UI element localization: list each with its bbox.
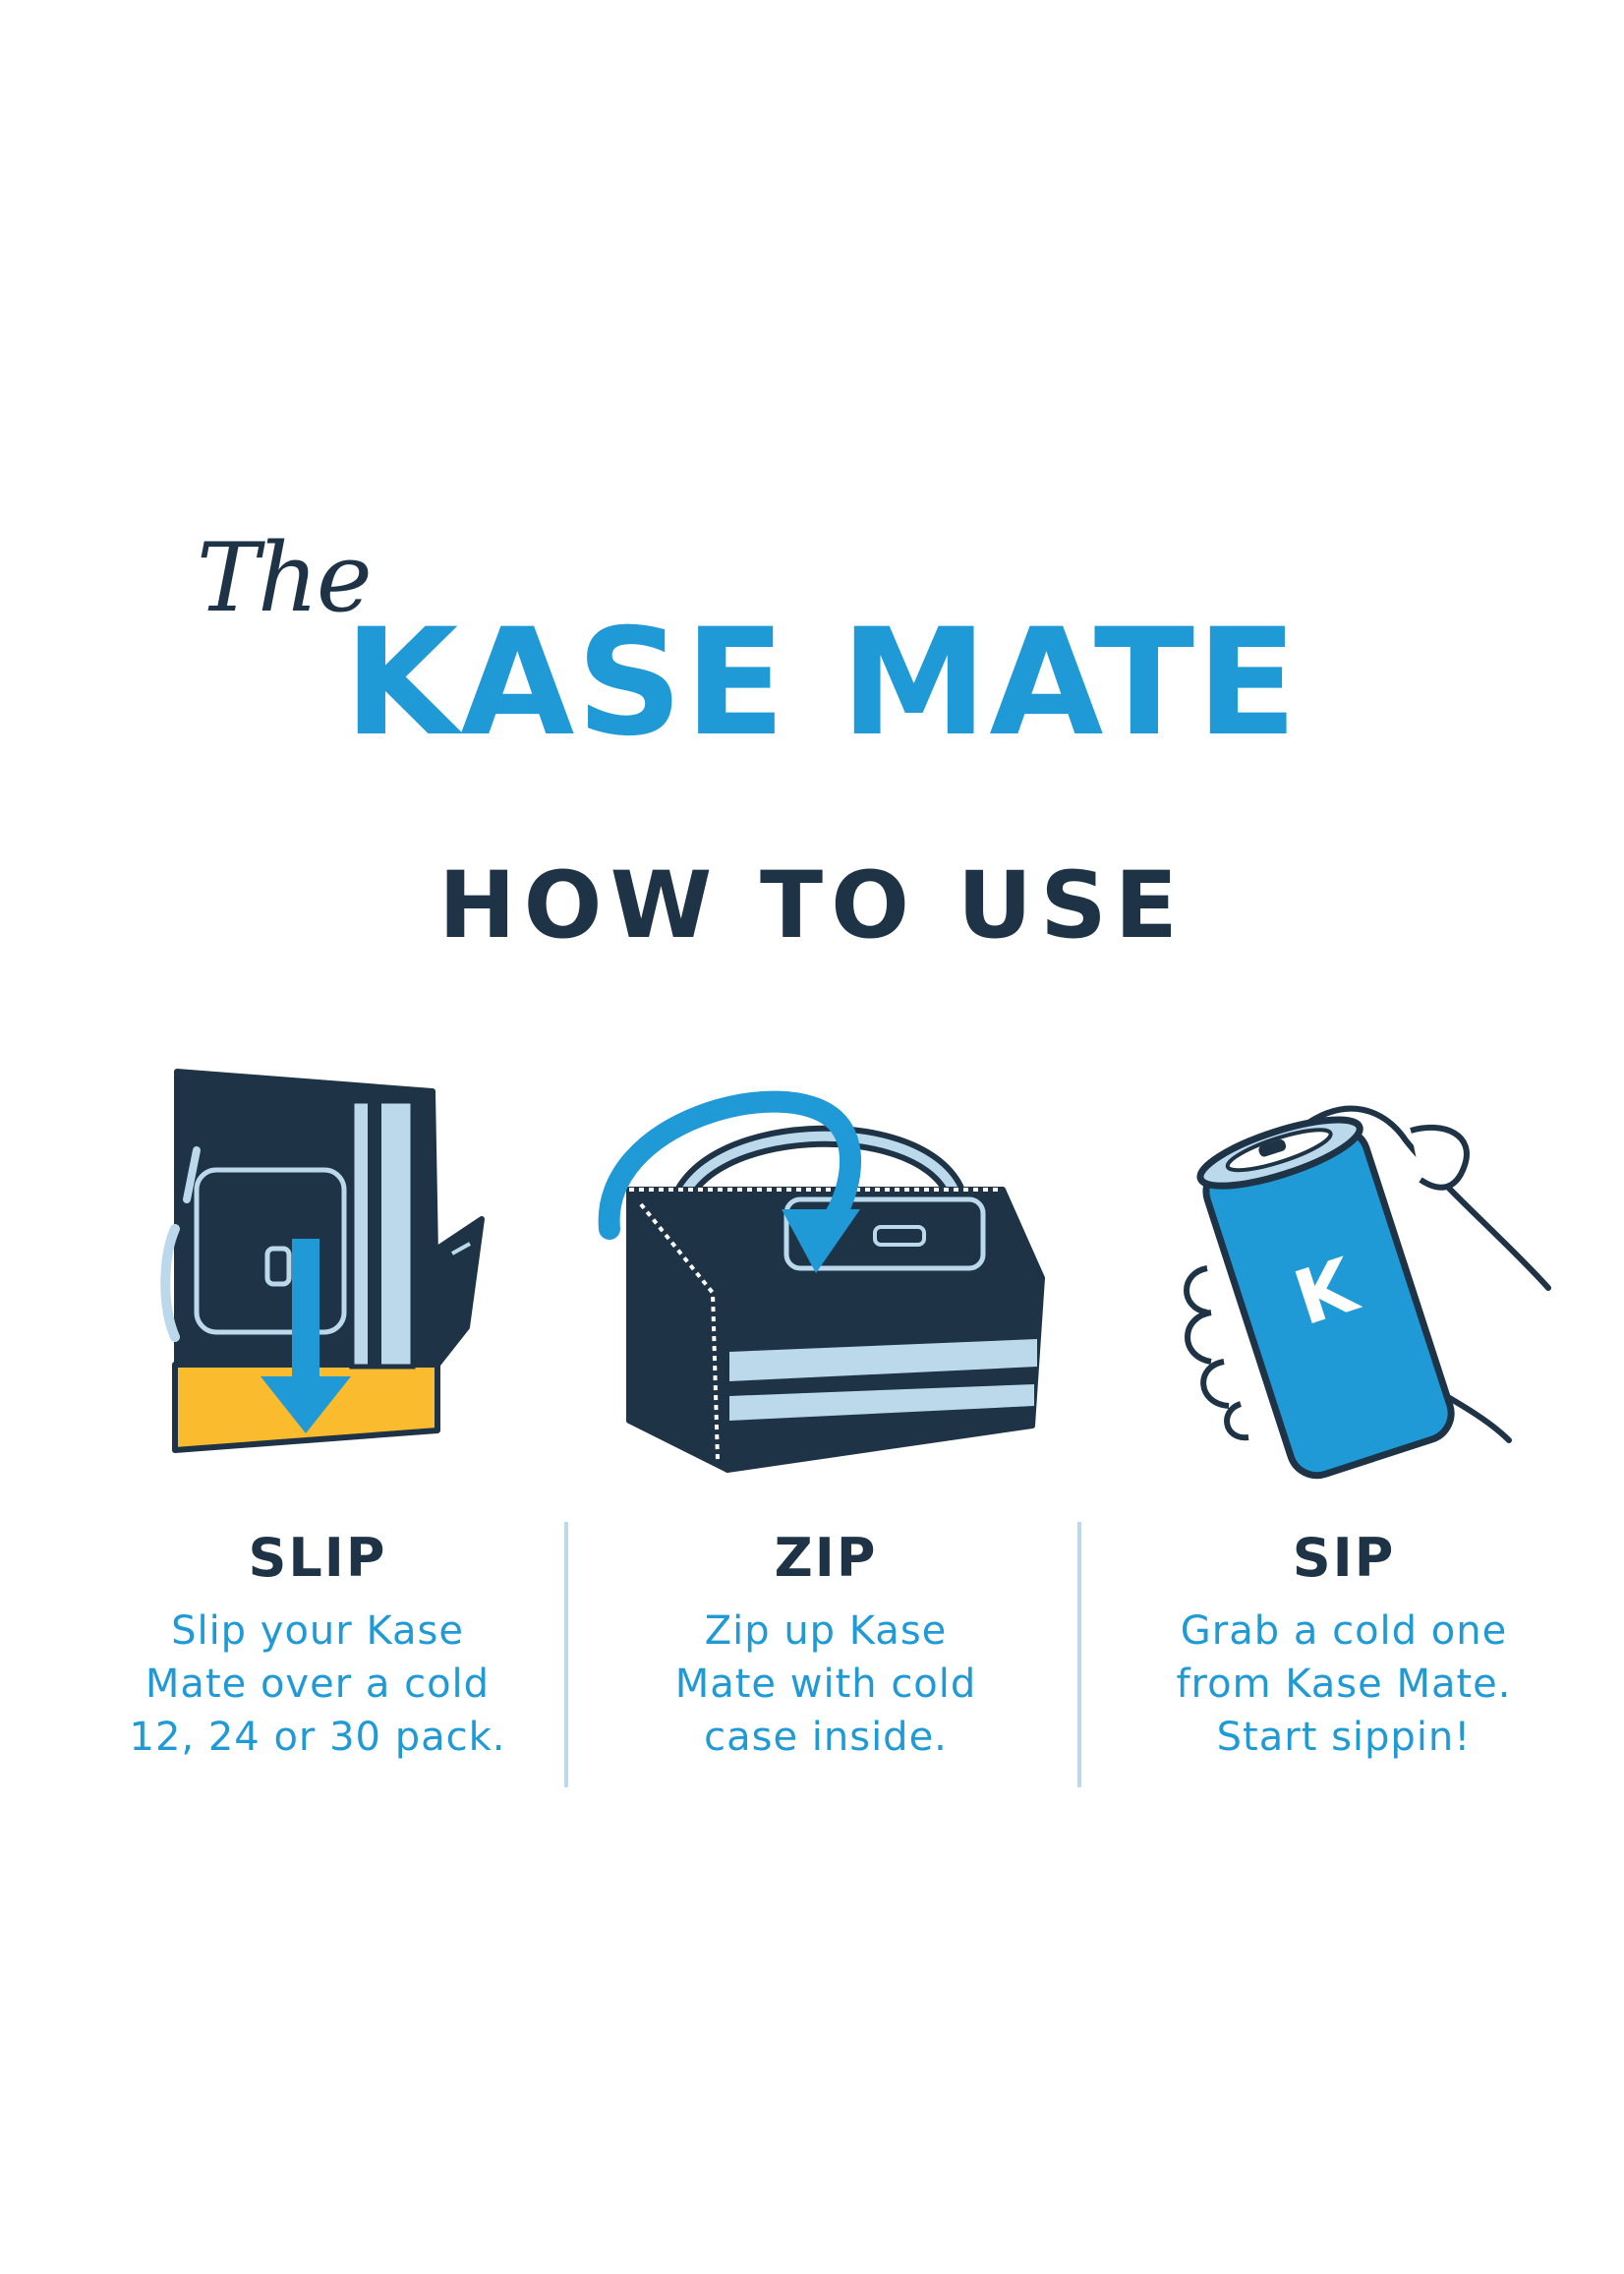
logo-wordmark: KASE MATE bbox=[344, 598, 1300, 769]
step-desc-slip: Slip your Kase Mate over a cold 12, 24 o… bbox=[87, 1604, 549, 1764]
step-desc-line: Grab a cold one bbox=[1180, 1608, 1508, 1654]
step-desc-line: from Kase Mate. bbox=[1176, 1662, 1512, 1707]
step-divider bbox=[564, 1522, 568, 1787]
step-desc-line: Mate over a cold bbox=[145, 1662, 491, 1707]
step-desc-line: case inside. bbox=[704, 1715, 948, 1760]
step-title-sip: SIP bbox=[1292, 1527, 1396, 1589]
sip-illustration: K bbox=[1184, 1105, 1551, 1480]
step-title-zip: ZIP bbox=[774, 1527, 878, 1589]
step-desc-line: Zip up Kase bbox=[704, 1608, 948, 1654]
zip-illustration bbox=[598, 1090, 1045, 1473]
slip-illustration bbox=[160, 1069, 485, 1453]
page-title: HOW TO USE bbox=[438, 852, 1186, 960]
step-desc-zip: Zip up Kase Mate with cold case inside. bbox=[595, 1604, 1057, 1764]
step-desc-line: Start sippin! bbox=[1216, 1715, 1472, 1760]
step-title-slip: SLIP bbox=[248, 1527, 387, 1589]
step-desc-sip: Grab a cold one from Kase Mate. Start si… bbox=[1113, 1604, 1575, 1764]
step-desc-line: Mate with cold bbox=[674, 1662, 977, 1707]
step-desc-line: Slip your Kase bbox=[171, 1608, 464, 1654]
logo-script-the: The bbox=[197, 523, 373, 633]
step-desc-line: 12, 24 or 30 pack. bbox=[129, 1715, 506, 1760]
step-divider bbox=[1077, 1522, 1081, 1787]
